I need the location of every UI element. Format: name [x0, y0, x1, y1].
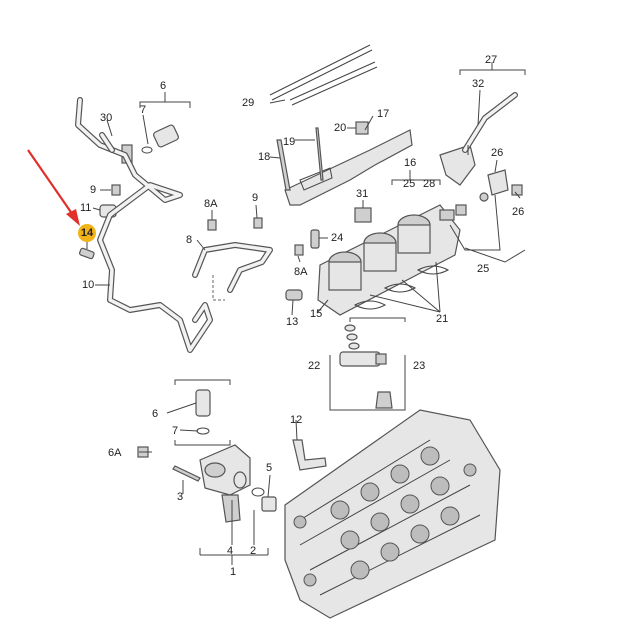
label-29: 29: [242, 97, 255, 109]
label-22: 22: [308, 360, 321, 372]
label-31: 31: [356, 188, 369, 200]
label-6-mid: 6: [152, 408, 159, 420]
label-11: 11: [80, 202, 92, 214]
label-3: 3: [177, 491, 184, 503]
label-9: 9: [90, 184, 97, 196]
label-9b: 9: [252, 192, 259, 204]
label-27: 27: [485, 54, 498, 66]
label-10: 10: [82, 279, 95, 291]
label-6a: 6A: [108, 447, 122, 459]
label-28: 28: [423, 178, 436, 190]
label-8a-bottom: 8A: [294, 266, 308, 278]
highlight-badge-14: 14: [78, 224, 96, 242]
manifold-gaskets: [353, 265, 450, 310]
label-7-mid: 7: [172, 425, 179, 437]
label-23: 23: [413, 360, 426, 372]
label-4: 4: [227, 545, 234, 557]
label-18: 18: [258, 151, 271, 163]
label-19: 19: [283, 136, 296, 148]
label-17: 17: [377, 108, 390, 120]
label-1: 1: [230, 566, 237, 578]
label-24: 24: [331, 232, 344, 244]
fuel-injector: [339, 324, 393, 409]
label-16: 16: [404, 157, 417, 169]
label-25-top: 25: [403, 178, 416, 190]
label-25-bottom: 25: [477, 263, 490, 275]
cylinder-head: [284, 409, 501, 619]
label-30: 30: [100, 112, 113, 124]
label-20: 20: [334, 122, 347, 134]
label-8a-top: 8A: [204, 198, 218, 210]
red-arrow: [27, 149, 80, 226]
label-15: 15: [310, 308, 323, 320]
label-12: 12: [290, 414, 303, 426]
label-26-bottom: 26: [512, 206, 525, 218]
label-6: 6: [160, 80, 167, 92]
label-7: 7: [140, 104, 147, 116]
label-5: 5: [266, 462, 273, 474]
label-13: 13: [286, 316, 299, 328]
label-32: 32: [472, 78, 485, 90]
label-2: 2: [250, 545, 257, 557]
label-8: 8: [186, 234, 193, 246]
fuel-rail-bracket: [284, 129, 413, 206]
high-pressure-pump: [199, 444, 251, 523]
intake-manifold: [317, 204, 461, 316]
label-21: 21: [436, 313, 449, 325]
label-26-top: 26: [491, 147, 504, 159]
